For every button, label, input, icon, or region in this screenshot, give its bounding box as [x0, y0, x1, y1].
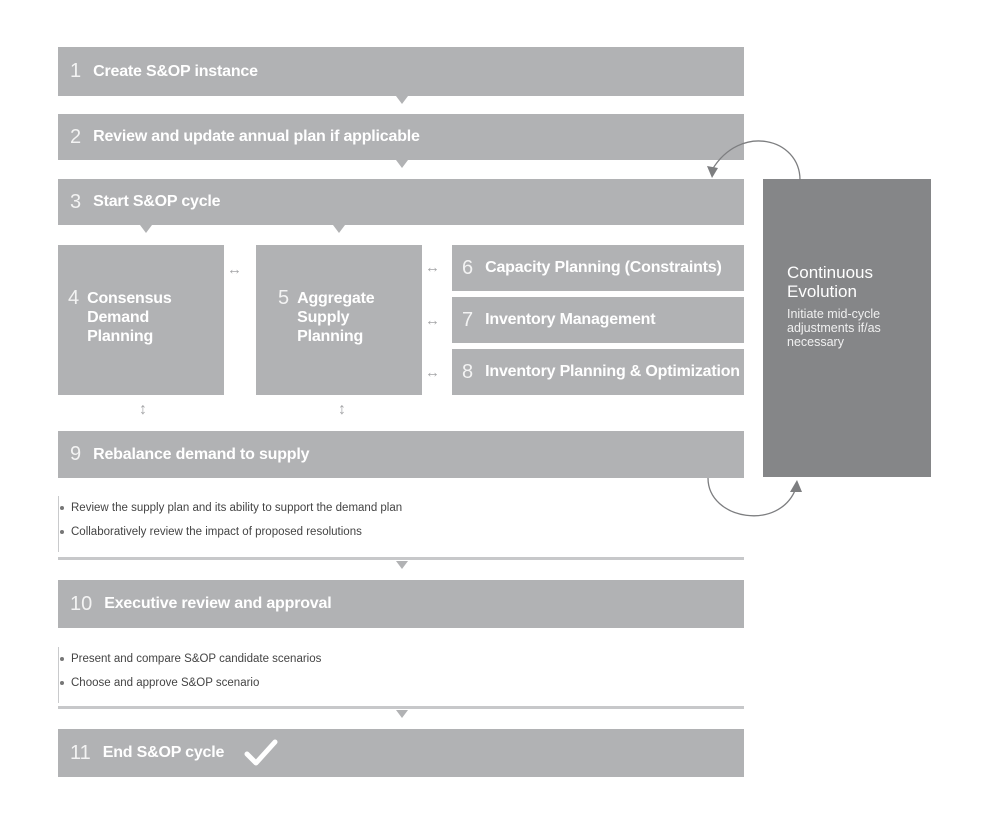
down-arrow-icon [396, 561, 408, 569]
step-7-bar: 7 Inventory Management [452, 297, 744, 343]
step-label-line: Consensus [87, 290, 172, 307]
step-label-line: Planning [87, 328, 154, 345]
panel-subtitle: Initiate mid-cycle adjustments if/as nec… [787, 307, 881, 349]
step-label: Rebalance demand to supply [93, 445, 310, 463]
step-6-bar: 6 Capacity Planning (Constraints) [452, 245, 744, 291]
step-4-box: 4 Consensus Demand Planning [58, 245, 224, 395]
step-label: Capacity Planning (Constraints) [485, 259, 722, 276]
step-8-bar: 8 Inventory Planning & Optimization [452, 349, 744, 395]
step-9-details: Review the supply plan and its ability t… [58, 496, 744, 552]
step-number: 3 [70, 190, 82, 213]
separator [58, 706, 744, 709]
vertical-bidirectional-arrow-icon: ↕ [338, 401, 346, 418]
step-label-line: Aggregate [297, 290, 375, 307]
step-number: 11 [70, 741, 91, 764]
bullet-item: Choose and approve S&OP scenario [59, 671, 744, 695]
step-label: Create S&OP instance [93, 62, 258, 80]
checkmark-icon [244, 739, 278, 767]
bullet-item: Present and compare S&OP candidate scena… [59, 647, 744, 671]
step-11-bar: 11 End S&OP cycle [58, 729, 744, 777]
step-number: 1 [70, 60, 82, 82]
step-number: 9 [70, 443, 82, 465]
step-number: 5 [278, 287, 290, 309]
step-9-bar: 9 Rebalance demand to supply [58, 431, 744, 478]
down-arrow-icon [396, 96, 408, 104]
step-10-details: Present and compare S&OP candidate scena… [58, 647, 744, 703]
step-number: 4 [68, 287, 80, 309]
bidirectional-arrow-icon: ↔ [425, 259, 440, 276]
bidirectional-arrow-icon: ↔ [425, 364, 440, 381]
step-label: Review and update annual plan if applica… [93, 128, 420, 145]
separator [58, 557, 744, 560]
step-label: Inventory Management [485, 311, 656, 328]
bidirectional-arrow-icon: ↔ [425, 312, 440, 329]
down-arrow-icon [140, 225, 152, 233]
bullet-item: Review the supply plan and its ability t… [59, 496, 744, 520]
down-arrow-icon [333, 225, 345, 233]
bullet-item: Collaboratively review the impact of pro… [59, 520, 744, 544]
step-label: End S&OP cycle [102, 744, 225, 761]
step-label-line: Supply [297, 309, 350, 326]
down-arrow-icon [396, 160, 408, 168]
step-number: 7 [462, 308, 474, 331]
vertical-bidirectional-arrow-icon: ↕ [139, 401, 147, 418]
continuous-evolution-panel: Continuous Evolution Initiate mid-cycle … [763, 179, 931, 477]
step-number: 2 [70, 125, 82, 148]
step-label: Executive review and approval [104, 595, 332, 612]
step-label-line: Demand [87, 309, 150, 326]
step-1-bar: 1 Create S&OP instance [58, 47, 744, 96]
bidirectional-arrow-icon: ↔ [227, 261, 242, 278]
step-label: Inventory Planning & Optimization [485, 363, 740, 380]
step-number: 8 [462, 360, 474, 383]
step-label: Start S&OP cycle [93, 193, 221, 210]
down-arrow-icon [396, 710, 408, 718]
step-10-bar: 10 Executive review and approval [58, 580, 744, 628]
step-3-bar: 3 Start S&OP cycle [58, 179, 744, 225]
step-5-box: 5 Aggregate Supply Planning [256, 245, 422, 395]
panel-title: Continuous Evolution [787, 263, 874, 301]
step-label-line: Planning [297, 328, 364, 345]
step-number: 10 [70, 592, 93, 615]
step-2-bar: 2 Review and update annual plan if appli… [58, 114, 744, 160]
step-number: 6 [462, 256, 474, 279]
curved-arrow-icon [707, 477, 802, 517]
curved-arrow-icon [707, 140, 801, 181]
